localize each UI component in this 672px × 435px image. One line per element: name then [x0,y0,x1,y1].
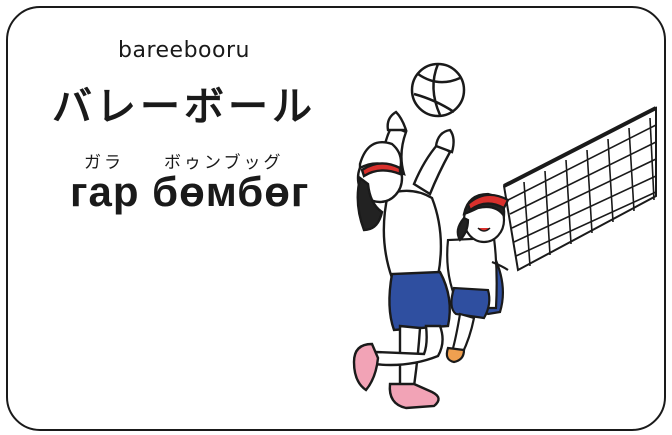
front-player [352,110,455,410]
vocabulary-card: bareebooru バレーボール ガラ ボゥンブッグ гар бөмбөг [6,6,666,431]
back-player [445,192,510,364]
romaji-text: bareebooru [118,38,250,63]
volleyball-illustration [352,62,657,410]
ruby-reading-1: ガラ [84,153,124,173]
volleyball-net [502,106,657,272]
ruby-reading-2: ボゥンブッグ [164,153,284,173]
volleyball-icon [410,62,466,118]
japanese-title: バレーボール [52,84,316,130]
mongolian-title: гар бөмбөг [70,168,310,215]
